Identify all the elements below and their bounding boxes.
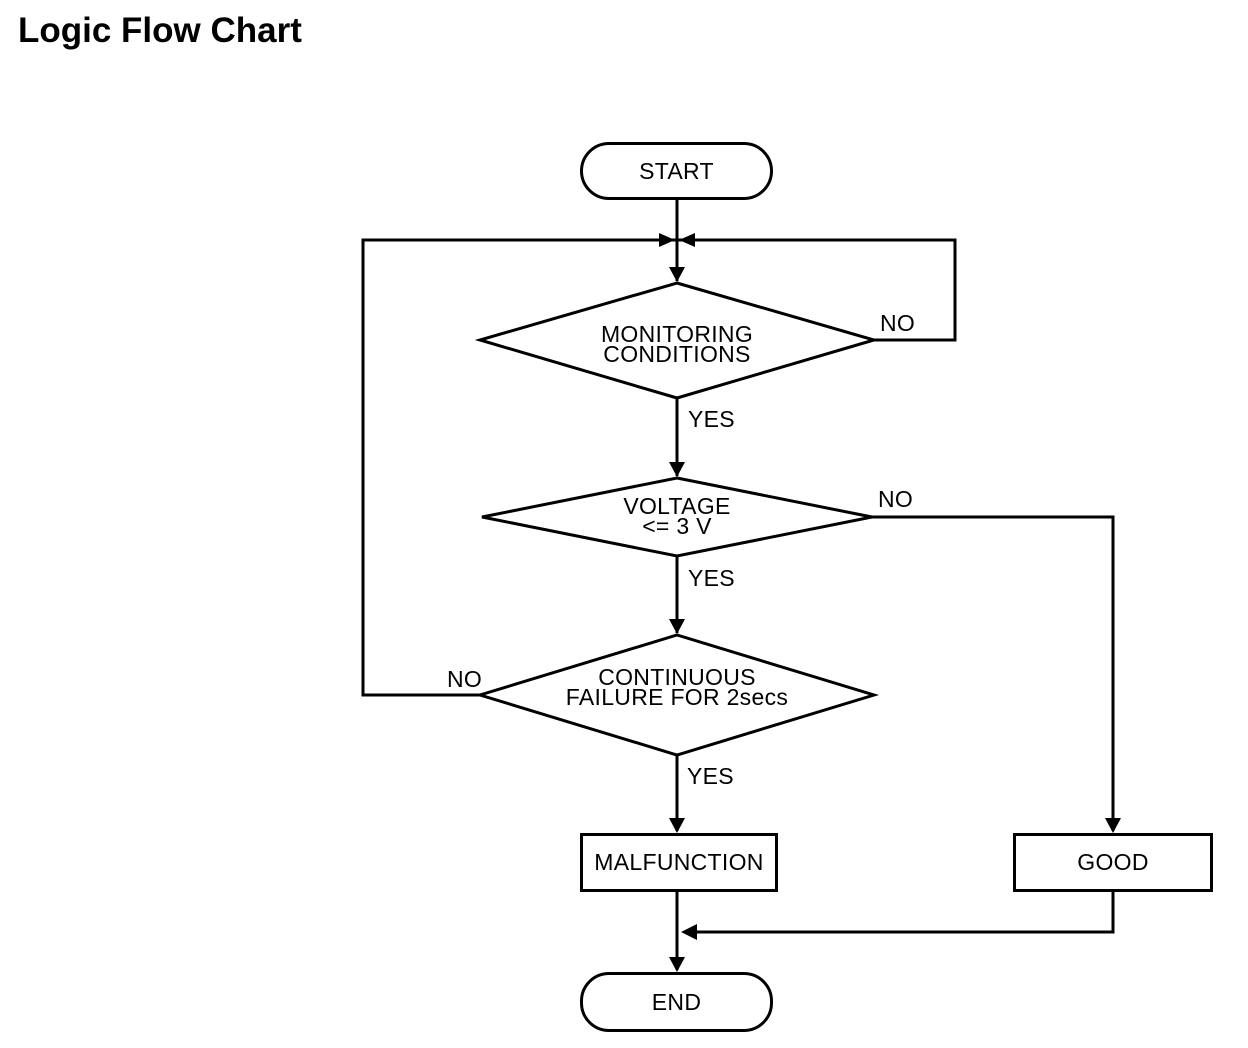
monitoring-conditions-diamond	[474, 281, 880, 400]
edge-label-continuous-yes: YES	[687, 763, 734, 789]
arrowhead-into-monitoring	[669, 267, 685, 282]
arrowhead-into-malfunction	[669, 818, 685, 833]
page-title: Logic Flow Chart	[18, 11, 302, 50]
arrowhead-junction-from-right	[679, 233, 695, 247]
edge-label-continuous-no: NO	[447, 666, 483, 692]
continuous-failure-label: CONTINUOUS FAILURE FOR 2secs	[497, 664, 857, 710]
connector-voltage-no-good	[872, 515, 1115, 831]
monitoring-conditions-line2: CONDITIONS	[603, 341, 751, 367]
end-node: END	[580, 972, 773, 1032]
edge-label-voltage-no: NO	[878, 486, 914, 512]
good-node-label: GOOD	[1077, 849, 1149, 875]
voltage-diamond	[481, 476, 873, 558]
continuous-failure-diamond	[474, 633, 880, 757]
continuous-failure-line2: FAILURE FOR 2secs	[565, 684, 789, 710]
arrowhead-into-voltage	[669, 462, 685, 477]
continuous-failure-line1: CONTINUOUS	[598, 664, 756, 690]
arrowhead-into-good	[1105, 818, 1121, 833]
start-node-label: START	[639, 157, 714, 184]
voltage-line2: <= 3 V	[642, 513, 712, 539]
end-node-label: END	[651, 988, 702, 1015]
malfunction-node: MALFUNCTION	[580, 833, 778, 892]
connector-good-join	[697, 892, 1115, 934]
voltage-line1: VOLTAGE	[623, 493, 731, 519]
malfunction-node-label: MALFUNCTION	[594, 849, 764, 875]
edge-label-voltage-yes: YES	[688, 565, 735, 591]
start-node: START	[580, 142, 773, 200]
monitoring-conditions-line1: MONITORING	[600, 321, 754, 347]
monitoring-conditions-label: MONITORING CONDITIONS	[497, 321, 857, 367]
edge-label-monitoring-yes: YES	[688, 406, 735, 432]
arrowhead-into-end	[669, 957, 685, 972]
arrowhead-into-continuous	[669, 619, 685, 634]
edge-label-monitoring-no: NO	[880, 310, 916, 336]
voltage-label: VOLTAGE <= 3 V	[497, 493, 857, 539]
arrowhead-good-join	[681, 924, 697, 940]
arrowhead-junction-from-left	[659, 233, 675, 247]
good-node: GOOD	[1013, 833, 1213, 892]
